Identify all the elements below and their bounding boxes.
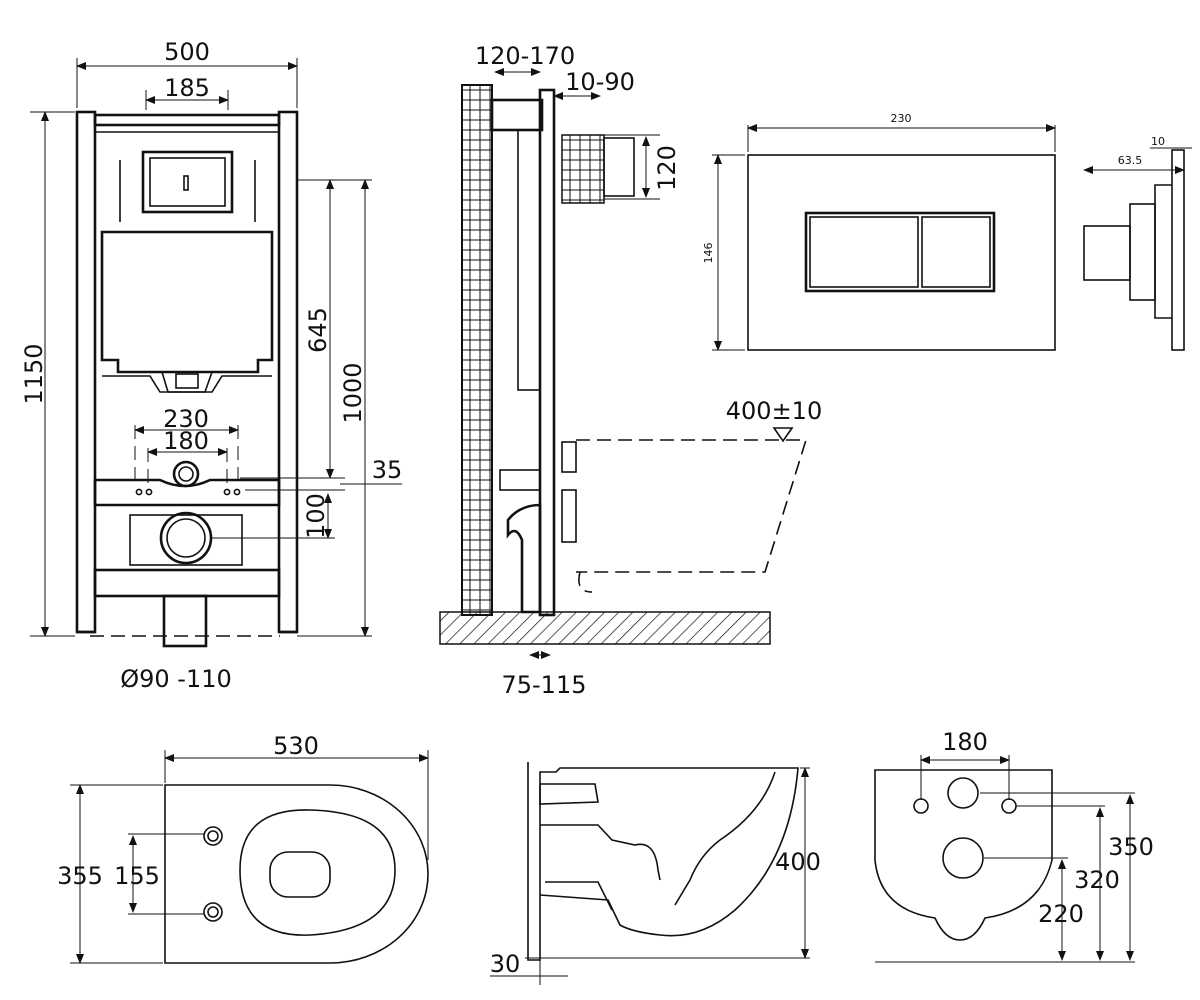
toilet-outline-dashed [576, 439, 808, 573]
frame-crossbar [93, 478, 281, 507]
dim-flush-height: 645 [304, 307, 332, 353]
dim-plate-thickness: 10 [1151, 135, 1165, 148]
frame-top-rail [93, 113, 281, 127]
flush-unit-top [141, 150, 234, 214]
frame-right-upright [277, 110, 299, 634]
frame-side-view: 120-170 10-90 120 400±10 75-115 [439, 42, 822, 699]
dim-floor-depth: 75-115 [501, 671, 586, 699]
dim-frame-height: 1150 [20, 343, 48, 404]
frame-front-view: 500 185 1150 645 1000 35 100 230 [20, 38, 402, 693]
floor-section [439, 611, 771, 645]
dim-bowl-height: 400 [775, 848, 821, 876]
wall-bricks [461, 84, 493, 616]
dim-bolt-outer: 230 [163, 405, 209, 433]
dim-frame-depth: 120-170 [475, 42, 575, 70]
dim-bolt-inner: 180 [163, 427, 209, 455]
dim-plate-height: 146 [702, 243, 715, 264]
dim-back-h2: 320 [1074, 866, 1120, 894]
flush-plate-side [561, 134, 605, 204]
bowl-side-view: 400 30 [490, 762, 821, 985]
bowl-top-view: 530 355 155 [57, 732, 429, 964]
water-inlet [172, 460, 200, 488]
bowl-side-outline [527, 762, 799, 961]
dim-back-h1: 350 [1108, 833, 1154, 861]
dim-pipe-diameter: Ø90 -110 [120, 665, 232, 693]
dim-plate-depth: 63.5 [1118, 154, 1143, 167]
dim-back-h3: 220 [1038, 900, 1084, 928]
bowl-back-outline [874, 769, 1053, 941]
frame-bottom-rail [93, 568, 281, 598]
dim-seat-height: 400±10 [726, 397, 822, 425]
frame-side-panel [538, 88, 556, 617]
dim-plate-width: 230 [891, 112, 912, 125]
bowl-back-view: 180 350 320 220 [874, 728, 1154, 963]
bowl-top-outline [164, 784, 429, 964]
flush-plate-outline [747, 154, 1056, 351]
dim-bowl-gap: 30 [490, 950, 521, 978]
drain-outlet [159, 511, 213, 565]
flush-button-large [809, 216, 919, 288]
dim-bowl-width: 355 [57, 862, 103, 890]
dim-frame-width: 500 [164, 38, 210, 66]
dim-back-hole-spacing: 180 [942, 728, 988, 756]
drain-pipe [162, 594, 208, 648]
drain-bend [506, 503, 542, 614]
dim-total-height: 1000 [339, 362, 367, 423]
flush-button-small [921, 216, 991, 288]
dim-frame-inner-width: 185 [164, 74, 210, 102]
flush-plate-front: 230 146 [702, 112, 1056, 351]
frame-left-upright [75, 110, 97, 634]
dim-drain-height: 100 [302, 493, 330, 539]
cistern-tank [100, 230, 274, 374]
dim-bowl-length: 530 [273, 732, 319, 760]
dim-bowl-hole-spacing: 155 [114, 862, 160, 890]
dim-panel-depth: 10-90 [565, 68, 635, 96]
dim-panel-height: 120 [653, 145, 681, 191]
flush-plate-side: 63.5 10 [1083, 135, 1192, 351]
dim-offset: 35 [372, 456, 403, 484]
